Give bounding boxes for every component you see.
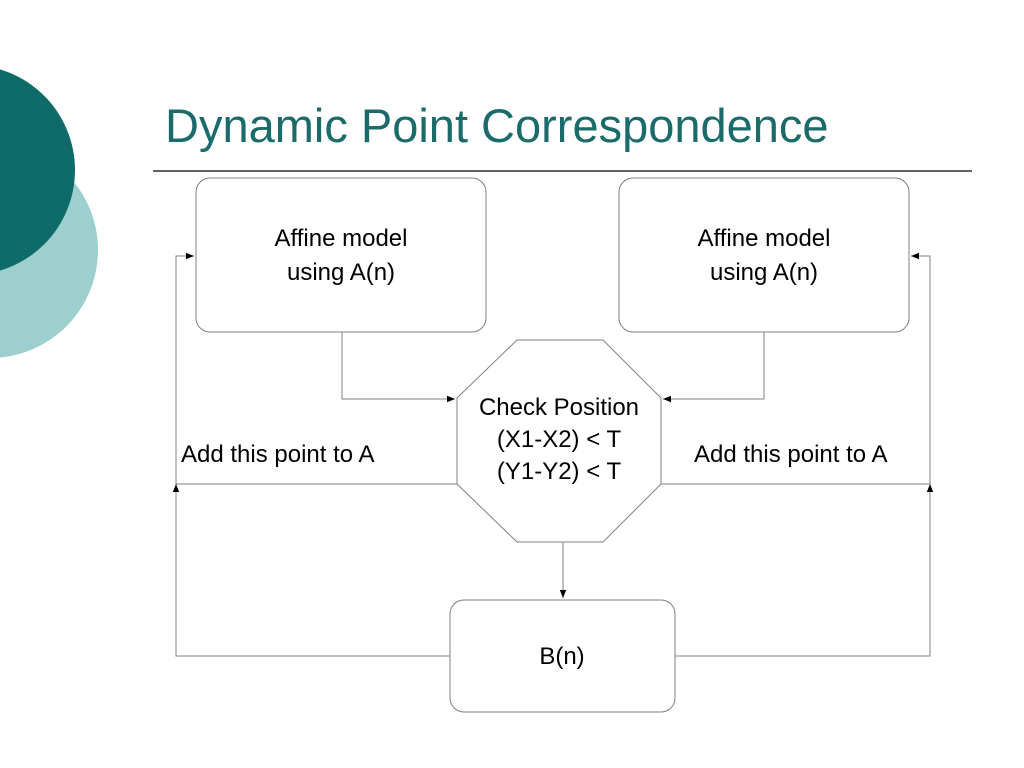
bottom-box-label: B(n) [539, 643, 584, 670]
edge-check-right-loop [661, 252, 931, 485]
left-affine-box [195, 177, 487, 333]
check-line1: Check Position [479, 394, 639, 421]
left-affine-line1: Affine model [275, 225, 408, 252]
right-affine-line1: Affine model [698, 225, 831, 252]
check-line2: (X1-X2) < T [497, 426, 622, 453]
edge-right-box-to-check [663, 332, 765, 403]
decor-circle-dark [0, 69, 75, 271]
check-position-octagon [456, 339, 662, 543]
right-edge-label: Add this point to A [694, 441, 887, 468]
right-affine-box [618, 177, 910, 333]
left-affine-line2: using A(n) [287, 259, 395, 286]
edge-left-box-to-check [341, 332, 455, 403]
edge-check-left-loop [175, 252, 457, 485]
slide-title: Dynamic Point Correspondence [165, 99, 829, 152]
left-edge-label: Add this point to A [181, 441, 374, 468]
edge-bottom-left-up [172, 484, 450, 657]
right-affine-line2: using A(n) [710, 259, 818, 286]
check-line3: (Y1-Y2) < T [497, 458, 622, 485]
edge-bottom-right-up [675, 484, 934, 657]
